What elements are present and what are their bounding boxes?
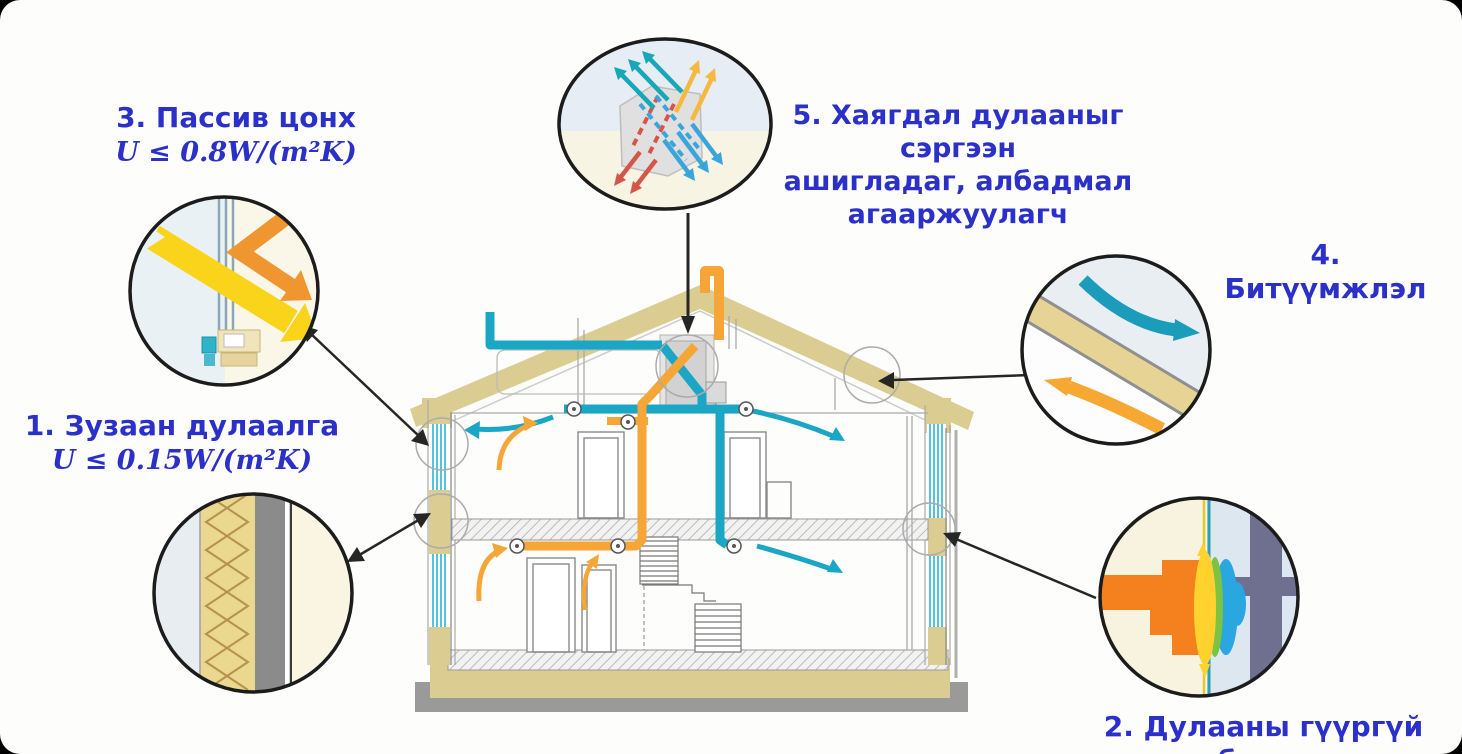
heat-recovery-ventilator-icon	[557, 37, 773, 211]
airtight-membrane-detail-icon	[1020, 254, 1212, 446]
air-vents	[509, 401, 754, 554]
label-thermal-bridge-free: 2. Дулааны гүүргүй бүтэц	[1066, 710, 1461, 754]
callout-arrows	[301, 213, 1097, 600]
arrow-insulation-callout	[347, 513, 431, 562]
detail-markers	[413, 334, 956, 556]
roof	[410, 285, 974, 433]
insulated-wall-detail-icon	[152, 492, 354, 694]
passive-window-u-value: U ≤ 0.8W/(m²K)	[115, 137, 357, 168]
label-thick-insulation: 1. Зузаан дулаалга U ≤ 0.15W/(m²K)	[22, 409, 342, 477]
arrow-ventilation-to-roof	[681, 213, 695, 334]
supply-duct	[485, 312, 746, 549]
arrow-bridge-callout	[943, 532, 1097, 600]
insulation-title: 1. Зузаан дулаалга	[24, 409, 340, 442]
airtightness-title: 4. Битүүмжлэл	[1224, 238, 1427, 305]
airflow-arrows	[464, 408, 845, 611]
label-passive-window: 3. Пассив цонх U ≤ 0.8W/(m²K)	[97, 101, 375, 169]
insulation-u-value: U ≤ 0.15W/(m²K)	[51, 445, 313, 476]
label-airtightness: 4. Битүүмжлэл	[1213, 238, 1438, 306]
floor-slab	[451, 518, 929, 541]
passive-window-detail-icon	[128, 195, 320, 387]
passive-window-title: 3. Пассив цонх	[116, 101, 356, 134]
thermal-bridge-detail-icon	[1098, 496, 1300, 698]
ventilation-title: 5. Хаягдал дулааныг сэргээн ашигладаг, а…	[783, 100, 1133, 230]
house-cross-section	[410, 266, 974, 712]
thermal-bridge-title: 2. Дулааны гүүргүй бүтэц	[1103, 710, 1424, 754]
right-wall-glazing	[924, 405, 951, 665]
arrow-airtight-callout	[878, 372, 1032, 389]
left-wall-glazing	[427, 400, 456, 665]
staircase	[639, 536, 742, 653]
doors	[526, 431, 792, 653]
foundation	[415, 430, 968, 712]
label-heat-recovery-ventilation: 5. Хаягдал дулааныг сэргээн ашигладаг, а…	[748, 99, 1168, 231]
